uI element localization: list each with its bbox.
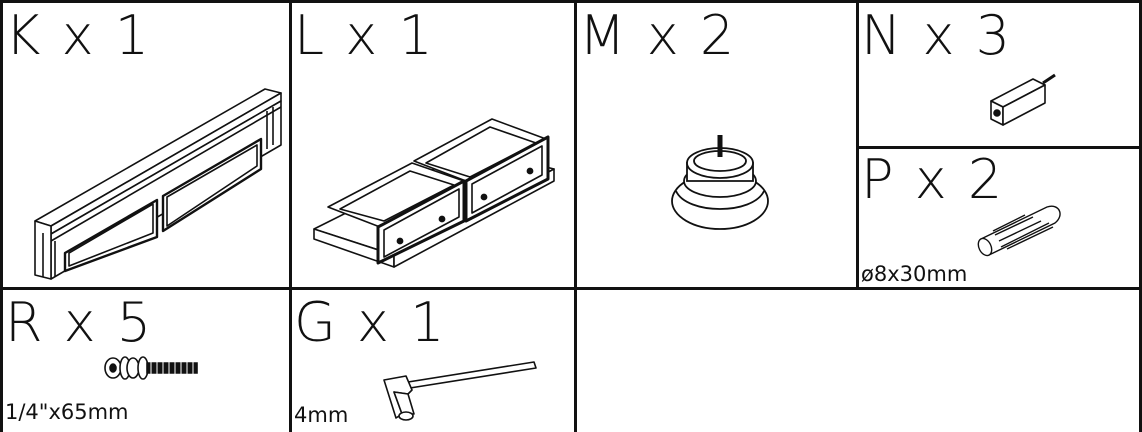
drawer-unit-illustration — [314, 109, 564, 269]
part-label-n: N x 3 — [861, 4, 1013, 67]
part-spec-r: 1/4"x65mm — [5, 400, 129, 424]
grid-line-v1 — [289, 0, 292, 432]
connector-bolt-illustration — [987, 63, 1067, 133]
wooden-dowel-illustration — [973, 203, 1065, 259]
part-cell-r: R x 5 1/4"x65mm — [3, 290, 289, 432]
empty-cell — [577, 290, 1139, 432]
grid-line-v2 — [574, 0, 577, 432]
bun-foot-illustration — [667, 127, 777, 237]
grid-line-np — [856, 146, 1142, 149]
grid-line-right — [1139, 0, 1142, 432]
allen-key-illustration — [378, 356, 540, 426]
part-label-g: G x 1 — [294, 291, 447, 354]
part-label-k: K x 1 — [5, 4, 152, 67]
part-cell-g: G x 1 4mm — [292, 290, 574, 432]
part-label-p: P x 2 — [861, 148, 1005, 211]
part-spec-g: 4mm — [294, 403, 349, 427]
part-cell-n: N x 3 — [859, 3, 1139, 146]
bolt-with-washers-illustration — [103, 354, 203, 384]
part-label-l: L x 1 — [294, 4, 435, 67]
cornice-panel-illustration — [29, 83, 289, 283]
grid-line-left — [0, 0, 3, 432]
grid-line-v3 — [856, 0, 859, 290]
part-cell-p: P x 2 ø8x30mm — [859, 149, 1139, 287]
part-label-m: M x 2 — [579, 4, 737, 67]
part-spec-p: ø8x30mm — [861, 262, 968, 286]
grid-line-top — [0, 0, 1142, 3]
part-cell-l: L x 1 — [292, 3, 574, 287]
part-cell-k: K x 1 — [3, 3, 289, 287]
part-label-r: R x 5 — [5, 291, 154, 354]
part-cell-m: M x 2 — [577, 3, 856, 287]
grid-line-middle — [0, 287, 1142, 290]
